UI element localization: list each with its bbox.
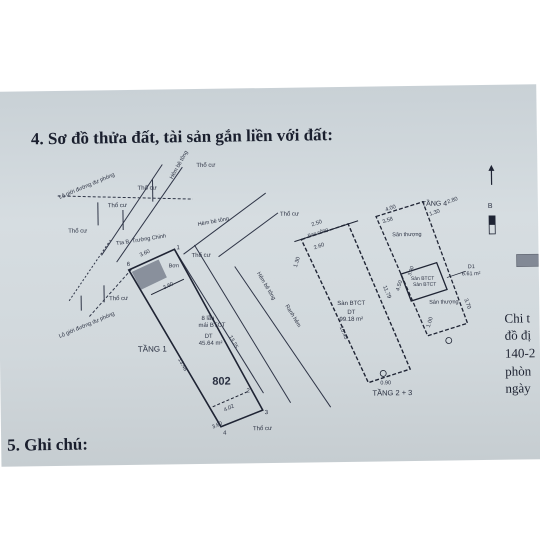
side-text: phòn	[505, 363, 532, 379]
label-tho-cu: Thổ cư	[109, 295, 128, 302]
road-line	[174, 249, 264, 394]
side-text: Chi t	[504, 310, 531, 326]
label-san-btct: Sàn BTCT	[411, 276, 434, 282]
side-text: 140-2	[504, 345, 536, 361]
road-line	[116, 166, 183, 263]
label-tho-cu: Thổ cư	[108, 202, 127, 209]
label-ben: Bơn	[169, 263, 179, 269]
dimension: 1.30	[293, 256, 302, 268]
lot-number: 802	[212, 376, 231, 388]
label-tang1: TẦNG 1	[138, 343, 168, 353]
corner-number: 4	[223, 431, 227, 437]
label-hem-be-tong: Hẻm bê tông	[197, 216, 229, 228]
label-info: mái BTCT	[199, 323, 226, 329]
label-tho-cu: Thổ cư	[280, 211, 299, 218]
dimension: 0.90	[380, 380, 391, 386]
label-d1: D1	[468, 264, 475, 270]
lot-divider	[150, 278, 185, 296]
dimension: 1.30	[429, 209, 441, 218]
label-tang23: TẦNG 2 + 3	[372, 387, 412, 398]
dimension: 2.80	[447, 196, 459, 205]
road-line	[193, 244, 292, 403]
leader-line	[446, 270, 466, 278]
label-ban-cong: Ban công	[307, 227, 329, 240]
label-hem-be-tong: Hẻm bê tông	[255, 271, 276, 301]
lot-divider	[212, 390, 249, 408]
label-tho-cu: Thổ cư	[138, 185, 157, 192]
label-tho-cu: Thổ cư	[196, 162, 215, 169]
survey-marker	[379, 370, 387, 377]
corner-number: 1	[176, 245, 180, 251]
label-lo-gioi: Lộ giới đường dự phóng	[58, 311, 115, 340]
label-street: Tta B. Trường Chinh	[116, 233, 167, 247]
dimension: 3.60	[139, 249, 151, 259]
label-tho-cu: Thổ cư	[68, 228, 87, 235]
label-info: 45.64 m²	[199, 341, 223, 347]
dimension: 3.00	[407, 265, 416, 276]
dimension: 10.45	[338, 325, 349, 340]
label-dt-value: 99.18 m²	[339, 317, 363, 323]
dimension: 4.50	[395, 280, 404, 292]
label-san-thuong: Sân thượng	[429, 299, 458, 305]
corner-number: 2	[246, 388, 250, 394]
corner-number: 3	[265, 410, 269, 416]
label-info: 8 lầu	[201, 316, 214, 322]
dimension: 3.60	[211, 421, 223, 431]
dimension: 3.70	[462, 298, 471, 310]
north-label: B	[488, 203, 493, 210]
dimension: 4.02	[223, 404, 235, 414]
dimension: 11.79	[381, 285, 392, 300]
hatched-area	[131, 259, 167, 290]
dimension: 13.25	[227, 335, 239, 350]
dimension: 4.00	[385, 204, 397, 213]
label-san-btct: Sàn BTCT	[413, 282, 436, 288]
road-line	[57, 195, 193, 200]
lot-boundary-tang1	[127, 248, 264, 428]
label-tho-cu: Thổ cư	[192, 252, 211, 259]
scale-bar	[489, 215, 496, 225]
label-dt: DT	[347, 310, 355, 316]
dimension: 2.60	[313, 242, 325, 251]
section-5-heading: 5. Ghi chú:	[7, 434, 89, 455]
land-plot-diagram: Thổ cư Thổ cư Thổ cư Thổ cư Thổ cư Thổ c…	[57, 150, 540, 437]
north-arrow-icon	[488, 164, 495, 171]
side-text: ngày	[505, 380, 531, 396]
road-line	[183, 192, 266, 255]
label-lo-gioi: Lộ giới đường dự phóng	[58, 172, 115, 201]
btct-block	[399, 261, 448, 302]
label-hem-be-tong: Hẻm bê tông	[169, 150, 190, 180]
road-line	[234, 266, 332, 408]
side-text: đồ đị	[504, 327, 532, 343]
dimension: 3.60	[162, 281, 174, 291]
survey-marker	[445, 337, 453, 344]
document-page: 4. Sơ đồ thửa đất, tài sản gắn liền với …	[0, 84, 540, 467]
road-line	[89, 267, 134, 317]
corner-number: 6	[127, 262, 131, 268]
dimension: 13.48	[176, 357, 188, 372]
dimension: 3.58	[382, 216, 394, 225]
label-tho-cu: Thổ cư	[253, 425, 272, 432]
lot-divider	[294, 220, 359, 243]
label-d1-value: 6.61 m²	[462, 271, 481, 277]
label-san-thuong: Sân thượng	[392, 232, 421, 238]
road-line	[218, 212, 279, 258]
legend-swatch	[516, 253, 540, 267]
label-info: DT	[205, 334, 213, 340]
road-line	[68, 239, 111, 302]
label-tang4: TẦNG 4	[422, 198, 448, 208]
lot-boundary-tang4	[375, 201, 469, 337]
label-san-btct: Sàn BTCT	[337, 301, 365, 307]
label-ranh: Ranh hẻm	[284, 304, 302, 329]
dimension: 1.00	[426, 316, 435, 328]
dimension: 2.50	[311, 219, 323, 228]
